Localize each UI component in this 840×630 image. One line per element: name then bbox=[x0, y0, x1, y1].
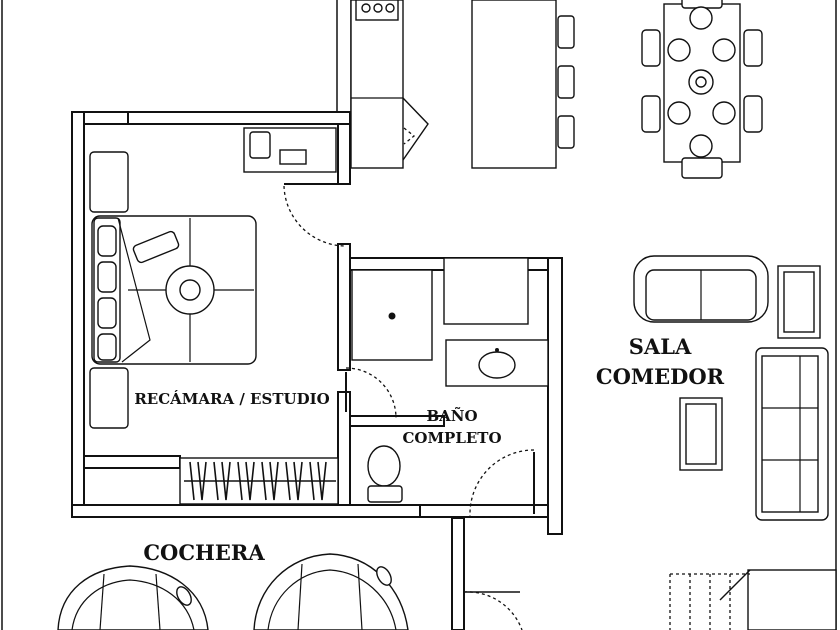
door-icon bbox=[345, 367, 397, 419]
stairs bbox=[669, 569, 837, 630]
car-icon bbox=[253, 553, 409, 630]
bed-icon bbox=[91, 215, 257, 365]
dining-table-icon bbox=[641, 0, 763, 179]
toilet-icon bbox=[367, 445, 403, 503]
counter bbox=[443, 257, 529, 325]
bathroom-label-line1: BAÑO bbox=[426, 406, 477, 425]
kitchen-counter bbox=[350, 0, 429, 169]
shower-icon bbox=[351, 269, 433, 361]
loveseat-icon bbox=[633, 255, 769, 323]
sofa-icon bbox=[755, 347, 829, 521]
bar-stool-icon bbox=[557, 65, 575, 99]
bar-stool-icon bbox=[557, 115, 575, 149]
bar-stool-icon bbox=[557, 15, 575, 49]
nightstand-icon bbox=[89, 151, 129, 213]
hallway-walls bbox=[451, 517, 523, 630]
car-icon bbox=[57, 565, 209, 630]
garage-label: COCHERA bbox=[143, 540, 265, 565]
stove-icon bbox=[361, 3, 395, 13]
bathroom-label-line2: COMPLETO bbox=[402, 429, 501, 447]
desk-icon bbox=[243, 127, 337, 173]
living-label-line1: SALA bbox=[629, 334, 692, 359]
door-icon bbox=[283, 183, 347, 247]
nightstand-icon bbox=[89, 367, 129, 429]
door-icon bbox=[469, 449, 535, 517]
bedroom-label: RECÁMARA / ESTUDIO bbox=[134, 390, 329, 408]
side-table-icon bbox=[777, 265, 821, 339]
closet-icon bbox=[179, 457, 339, 505]
kitchen-island bbox=[471, 0, 575, 169]
coffee-table-icon bbox=[679, 397, 723, 471]
sink-icon bbox=[445, 339, 549, 387]
living-label-line2: COMEDOR bbox=[596, 364, 725, 389]
bedroom-walls bbox=[71, 111, 423, 518]
